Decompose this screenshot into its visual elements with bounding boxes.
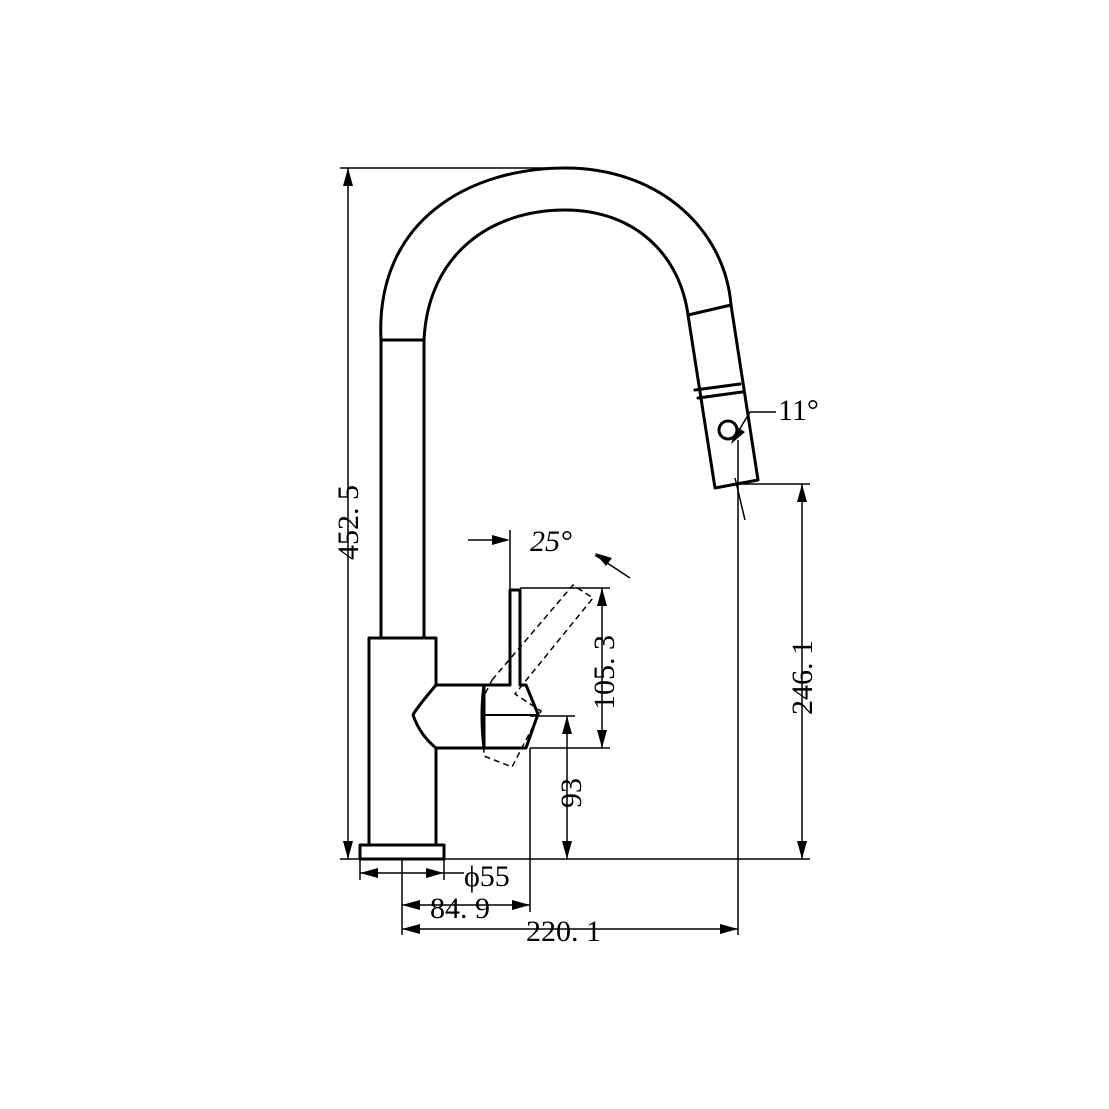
spray-head — [686, 303, 760, 490]
handle-offset-label: 84. 9 — [430, 892, 490, 925]
spout-height-label: 246. 1 — [786, 640, 819, 715]
gooseneck-outer — [379, 166, 733, 342]
spray-angle-label: 11° — [778, 394, 819, 427]
handle-rotated-dashed — [481, 584, 595, 768]
handle-base-height-label: 93 — [555, 778, 588, 808]
body-cylinder — [367, 636, 438, 847]
total-height-label: 452. 5 — [332, 485, 365, 560]
spray-joint-lower — [696, 390, 744, 400]
base-diameter-label: ϕ55 — [464, 860, 510, 893]
faucet-outline — [358, 166, 760, 861]
gooseneck-inner — [422, 208, 690, 342]
handle-angle-label: 25° — [530, 525, 572, 558]
spout-reach-label: 220. 1 — [526, 915, 601, 948]
handle-height-label: 105. 3 — [588, 635, 621, 710]
spray-joint-upper — [693, 382, 742, 392]
base-plate — [358, 843, 446, 861]
spout-pipe — [379, 338, 426, 640]
handle-lever — [480, 588, 540, 750]
dimension-lines — [340, 167, 810, 935]
handle-hub — [434, 683, 486, 750]
